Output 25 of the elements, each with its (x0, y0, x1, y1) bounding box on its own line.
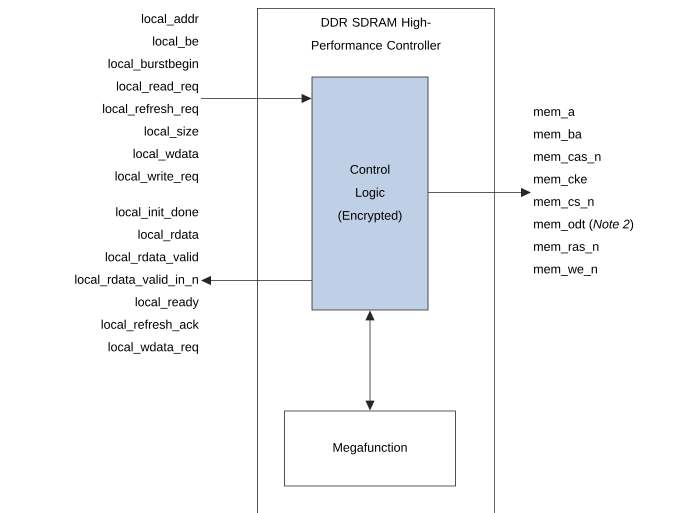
signal-label: mem_ras_n (534, 244, 598, 254)
signal-label: local_refresh_req (103, 104, 198, 116)
signal-label: local_read_req (116, 81, 198, 94)
signal-label: local_wdata (134, 148, 199, 160)
signal-label: local_rdata (138, 230, 199, 242)
signal-label: local_size (144, 126, 198, 138)
signal-label: local_rdata_valid_in_n (75, 274, 198, 286)
signal-label: mem_we_n (534, 266, 597, 276)
signal-label: local_init_done (116, 207, 198, 219)
signal-label: local_be (153, 36, 198, 48)
signal-label: local_ready (136, 297, 199, 309)
signal-label: mem_ba (534, 129, 582, 141)
signal-label: local_rdata_valid (106, 252, 198, 264)
signal-label: local_refresh_ack (102, 320, 199, 332)
control-logic-box: Control Logic (Encrypted) (312, 76, 428, 310)
module-box: Megafunction (284, 410, 456, 486)
signal-label: local_wdata_req (108, 342, 198, 354)
signal-label: mem_cs_n (534, 199, 594, 208)
signal-label: mem_a (534, 109, 575, 118)
signal-label: mem_cas_n (534, 154, 600, 164)
signal-label: mem_cke (534, 174, 587, 186)
signal-label: mem_odt (Note 2) (534, 219, 634, 231)
signal-label: local_burstbegin (108, 58, 198, 71)
signal-label: local_addr (142, 14, 199, 26)
signal-label: local_write_req (116, 171, 198, 184)
